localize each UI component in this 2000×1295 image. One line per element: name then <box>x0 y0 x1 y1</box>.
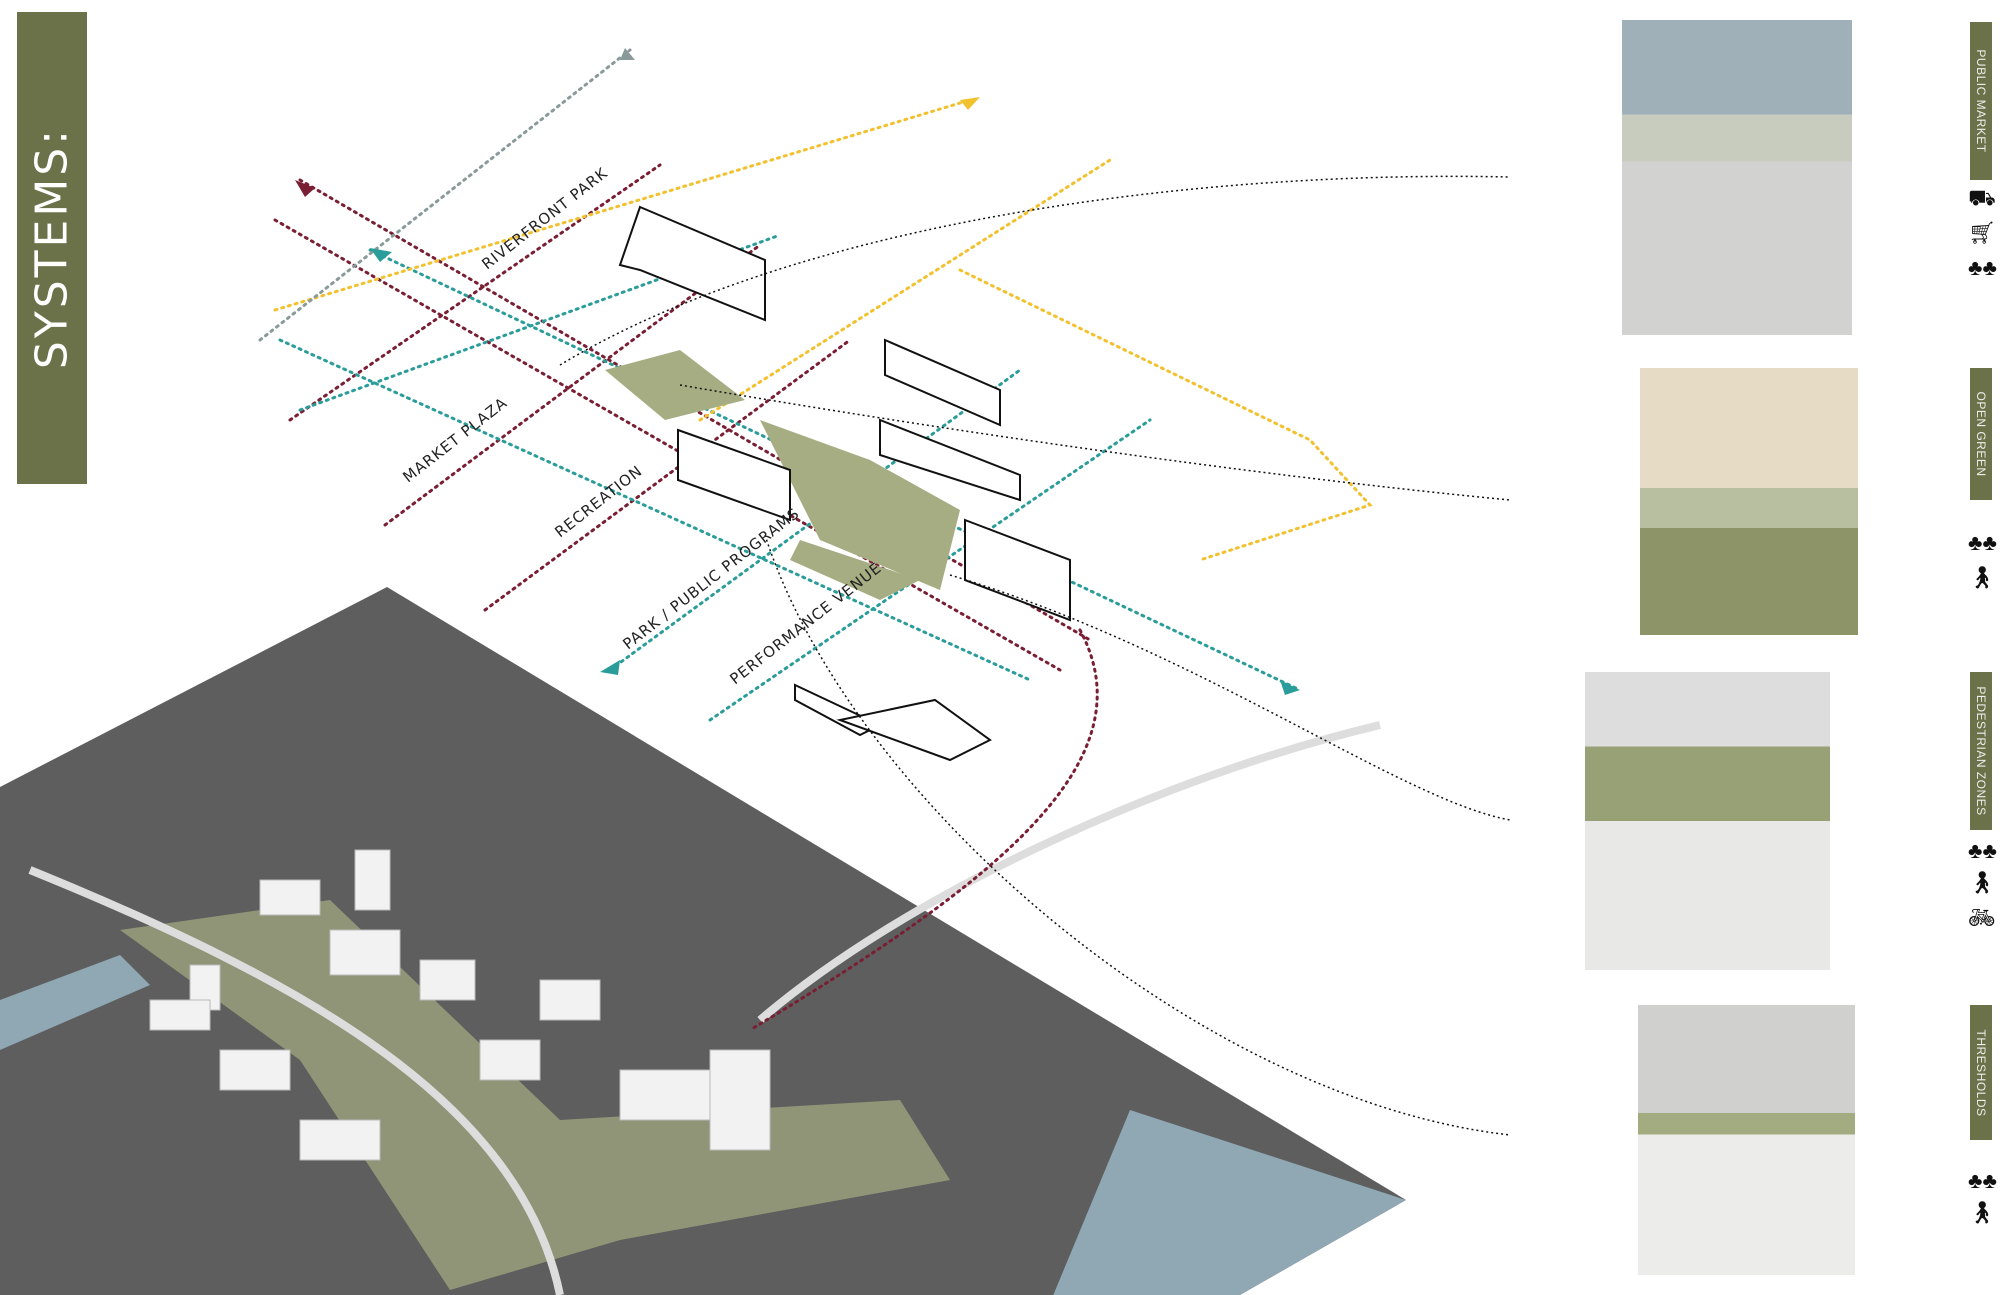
pedestrian-icon: 🚶︎ <box>1968 1200 1996 1225</box>
buildings <box>618 205 1071 762</box>
green-spaces <box>605 350 960 600</box>
system-tab-pedestrian-zones: PEDESTRIAN ZONES <box>1970 672 1992 830</box>
highway-ramps <box>28 721 1381 1295</box>
system-tab-public-market: PUBLIC MARKET <box>1970 22 1992 180</box>
aerial-buildings <box>149 849 771 1161</box>
cart-icon: 🛒︎ <box>1968 220 1996 245</box>
aerial-greenway <box>120 900 950 1290</box>
vendor-icon: ⛟ <box>1968 185 1996 210</box>
trees-icon: ♣♣ <box>1968 1168 1997 1193</box>
label-market-plaza: MARKET PLAZA <box>399 394 510 487</box>
label-riverfront-park: RIVERFRONT PARK <box>478 164 611 273</box>
title-bar: SYSTEMS: <box>17 12 87 484</box>
vignette-public-market <box>1622 20 1852 335</box>
system-tab-thresholds: THRESHOLDS <box>1970 1005 1992 1140</box>
bicycle-icon: 🚲︎ <box>1968 905 1996 930</box>
trees-icon: ♣♣ <box>1968 838 1997 863</box>
pedestrian-icon: 🚶︎ <box>1968 565 1996 590</box>
vignette-thresholds <box>1638 1005 1855 1275</box>
trees-icon: ♣♣ <box>1968 255 1997 280</box>
callout-leaders <box>559 175 1511 1136</box>
system-arrows <box>295 48 1300 695</box>
aerial-water-river <box>0 955 150 1050</box>
label-park-public-programs: PARK / PUBLIC PROGRAMS <box>619 504 803 653</box>
circulation-lines <box>258 48 1373 1032</box>
aerial-water <box>1053 1110 1406 1295</box>
vignette-pedestrian-zones <box>1585 672 1830 970</box>
pedestrian-icon: 🚶︎ <box>1968 870 1996 895</box>
vignette-open-green <box>1640 368 1858 635</box>
system-tab-open-green: OPEN GREEN <box>1970 368 1992 500</box>
trees-icon: ♣♣ <box>1968 530 1997 555</box>
